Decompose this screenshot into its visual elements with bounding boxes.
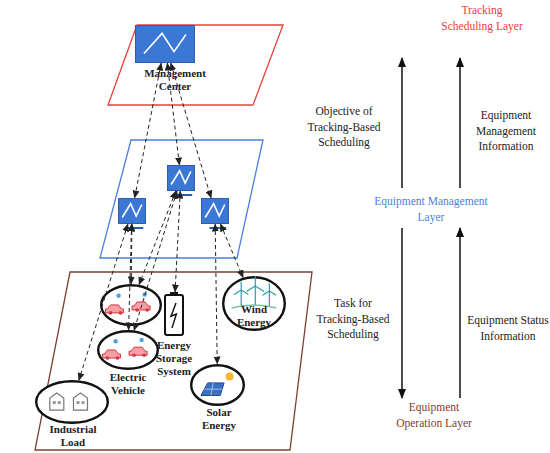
charger-dot (139, 338, 143, 342)
device-ellipse (191, 365, 244, 405)
dashed-connector (167, 63, 179, 165)
sun-icon (226, 373, 234, 381)
monitor-screen (136, 26, 195, 63)
panel-grid (211, 383, 213, 396)
device-box-node: Management Center (135, 25, 195, 63)
dashed-connector (139, 191, 176, 285)
monitor-stand (209, 227, 226, 229)
node-label: Solar Energy (190, 406, 248, 432)
factory-window (76, 401, 79, 404)
dashed-connector (215, 224, 217, 364)
signal-wave (205, 204, 225, 218)
node-outline (118, 198, 146, 224)
factory-window (81, 401, 84, 404)
device-ellipse-node (100, 284, 162, 326)
up-arrow (459, 228, 461, 398)
signal-wave (171, 171, 191, 185)
dashed-connector (134, 191, 177, 330)
charger-dot (113, 339, 117, 343)
flow-label: Objective of Tracking-Based Scheduling (298, 104, 390, 151)
up-arrow (401, 58, 403, 188)
node-outline (100, 284, 162, 326)
down-arrow (401, 228, 403, 398)
device-ellipse (98, 331, 158, 369)
dashed-connector (171, 63, 211, 198)
layer-title: Equipment Operation Layer (393, 400, 475, 431)
node-outline (135, 25, 195, 63)
node-outline (35, 380, 109, 424)
dashed-connector (135, 63, 162, 198)
node-outline (201, 198, 229, 224)
solar-panel (201, 383, 224, 396)
battery-body (165, 295, 183, 335)
wind-turbine (246, 276, 264, 306)
node-label: Wind Energy (226, 303, 282, 329)
management-layer-plane (100, 140, 263, 258)
car-icon (129, 347, 147, 357)
signal-wave (144, 33, 186, 53)
operation-layer-plane (35, 272, 312, 450)
tracking-layer-plane (108, 25, 283, 105)
node-label: Energy Storage System (146, 339, 202, 379)
layer-title: Tracking Scheduling Layer (438, 3, 526, 34)
device-ellipse (101, 285, 161, 325)
signal-wave (122, 204, 142, 218)
wind-turbine (234, 282, 248, 306)
flow-label: Task for Tracking-Based Scheduling (316, 296, 390, 343)
device-ellipse (36, 381, 108, 423)
bolt-symbol (171, 303, 176, 328)
dashed-connector (131, 224, 133, 284)
node-outline (190, 364, 245, 406)
dashed-connector (129, 224, 132, 330)
flow-label: Equipment Status Information (466, 313, 550, 344)
wind-turbine (263, 283, 277, 306)
panel-grid (204, 389, 222, 390)
car-icon (105, 305, 123, 315)
monitor-screen (168, 166, 195, 191)
device-ellipse-node: Electric Vehicle (97, 330, 159, 370)
device-ellipse (223, 277, 285, 330)
device-box-node (201, 198, 229, 224)
device-ellipse-node: Solar Energy (190, 364, 245, 406)
dashed-connector (221, 224, 244, 278)
factory-building (50, 393, 64, 410)
device-box-node: Energy Storage System (164, 292, 184, 336)
factory-window (53, 401, 56, 404)
node-label: Electric Vehicle (97, 371, 159, 397)
monitor-screen (119, 199, 146, 224)
charger-dot (142, 292, 146, 296)
node-label: Industrial Load (43, 423, 103, 449)
monitor-stand (126, 227, 143, 229)
factory-window (58, 401, 61, 404)
node-outline (164, 292, 184, 336)
factory-building (73, 393, 87, 410)
node-label: Management Center (137, 67, 213, 93)
up-arrow (459, 58, 461, 188)
flow-label: Equipment Management Information (462, 108, 550, 155)
device-box-node (167, 165, 195, 191)
device-ellipse-node: Industrial Load (35, 380, 109, 424)
dashed-connector (79, 224, 128, 380)
monitor-screen (202, 199, 229, 224)
device-ellipse-node: Wind Energy (222, 276, 286, 331)
monitor-stand (175, 194, 192, 196)
dashed-connector (175, 191, 180, 292)
node-outline (167, 165, 195, 191)
node-outline (97, 330, 159, 370)
car-icon (132, 302, 150, 312)
charger-dot (116, 294, 120, 298)
layer-title: Equipment Management Layer (372, 194, 490, 225)
car-icon (102, 350, 120, 360)
device-box-node (118, 198, 146, 224)
